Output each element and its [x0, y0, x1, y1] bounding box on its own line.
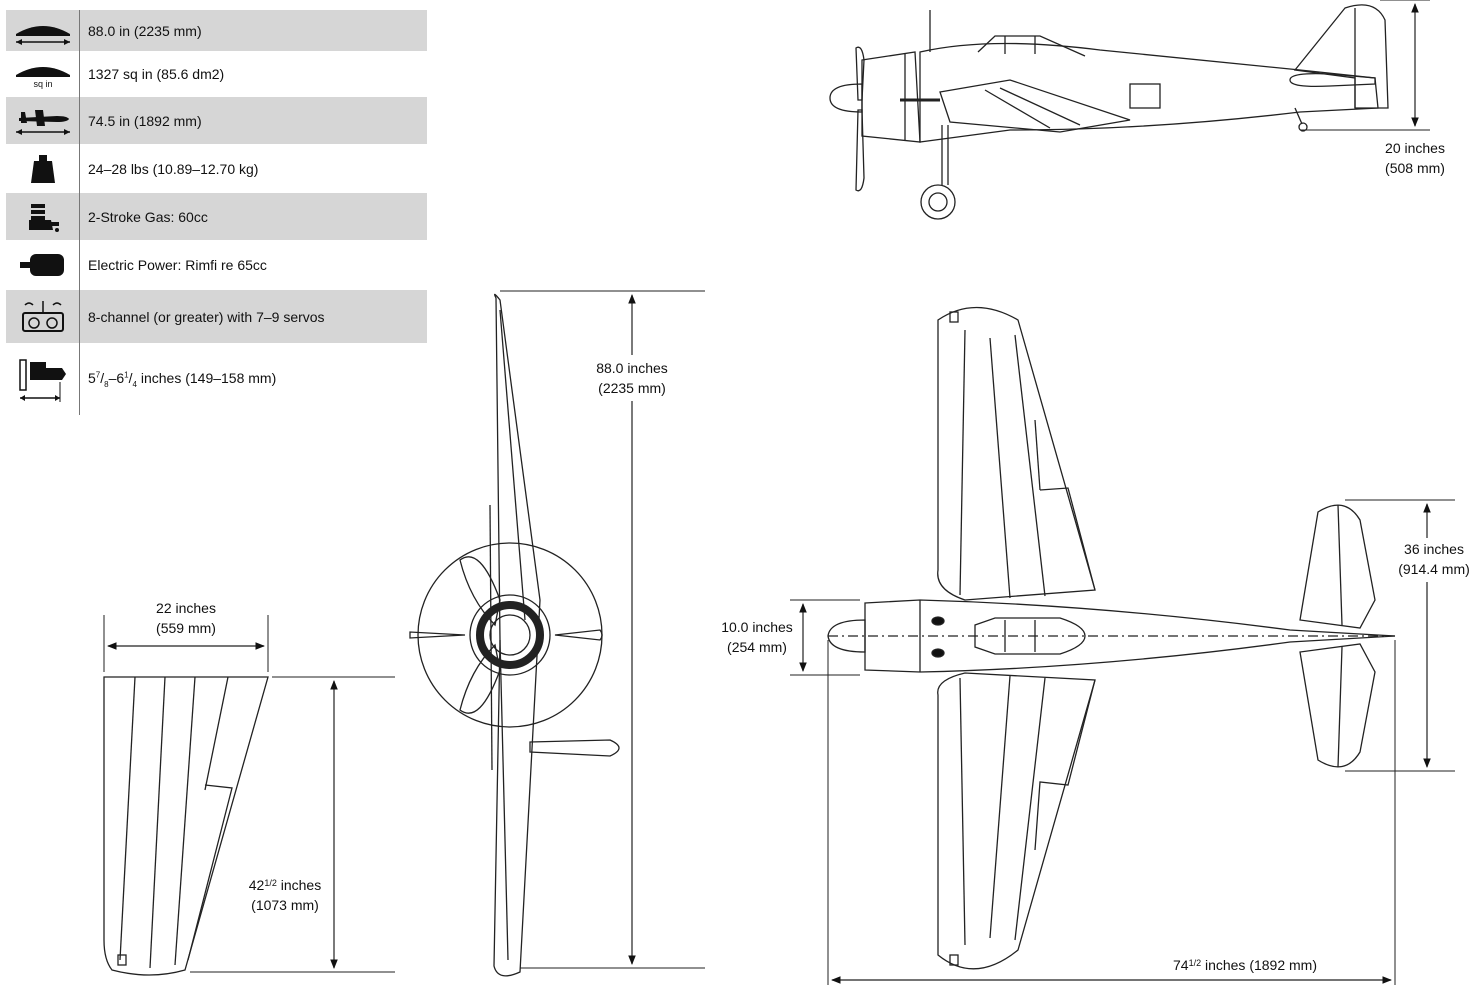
- length-label: 741/2 inches (1892 mm): [1173, 957, 1317, 973]
- spec-mount-a: 5: [88, 369, 96, 386]
- spec-table: 88.0 in (2235 mm) sq in 1327 sq in (85.6…: [6, 10, 427, 415]
- spec-length: 74.5 in (1892 mm): [88, 112, 202, 129]
- length-dimension: 741/2 inches (1892 mm): [827, 640, 1396, 985]
- stab-span-label-2: (914.4 mm): [1398, 561, 1470, 577]
- span-dimension: 88.0 inches (2235 mm): [500, 290, 705, 969]
- spec-wing-area: 1327 sq in (85.6 dm2): [88, 66, 225, 82]
- length-unit: inches (1892 mm): [1201, 957, 1317, 973]
- spec-mount-b-den: 4: [132, 379, 137, 389]
- gas-engine-icon: [6, 193, 80, 240]
- spec-mount-b-num: 1: [124, 369, 129, 379]
- root-chord-dimension: 22 inches (559 mm): [103, 600, 269, 672]
- half-span-label-1: 421/2 inches: [249, 877, 321, 893]
- stab-span-label-1: 36 inches: [1404, 541, 1464, 557]
- wing-panel-view: [103, 676, 269, 976]
- stab-span-dimension: 36 inches (914.4 mm): [1345, 499, 1475, 772]
- length-frac: 1/2: [1189, 958, 1202, 968]
- fuselage-width-label-1: 10.0 inches: [721, 619, 793, 635]
- half-span-label-2: (1073 mm): [251, 897, 319, 913]
- engine-mount-length-icon: [6, 343, 80, 415]
- spec-mount-b: –6: [108, 369, 125, 386]
- half-span-unit: inches: [277, 877, 321, 893]
- spec-wingspan: 88.0 in (2235 mm): [88, 22, 202, 39]
- half-span-whole: 42: [249, 877, 265, 893]
- span-label-1: 88.0 inches: [596, 360, 668, 376]
- spec-row-length: 74.5 in (1892 mm): [6, 97, 427, 144]
- wing-area-icon-label: sq in: [33, 79, 52, 89]
- spec-row-engine: 2-Stroke Gas: 60cc: [6, 193, 427, 240]
- spec-row-radio: 8-channel (or greater) with 7–9 servos: [6, 290, 427, 343]
- front-view: [409, 293, 620, 977]
- spec-row-electric: Electric Power: Rimfi re 65cc: [6, 240, 427, 290]
- spec-row-wing-area: sq in 1327 sq in (85.6 dm2): [6, 51, 427, 97]
- root-chord-label-2: (559 mm): [156, 620, 216, 636]
- spec-mount-a-num: 7: [95, 369, 101, 379]
- spec-row-weight: 24–28 lbs (10.89–12.70 kg): [6, 144, 427, 193]
- spec-electric: Electric Power: Rimfi re 65cc: [88, 257, 267, 273]
- spec-mount-a-den: 8: [104, 379, 109, 389]
- half-span-frac: 1/2: [264, 878, 277, 888]
- spec-mount: 57/8–61/4 inches (149–158 mm): [88, 369, 277, 389]
- side-view: [829, 4, 1389, 220]
- electric-motor-icon: [6, 240, 80, 290]
- length-whole: 74: [1173, 957, 1189, 973]
- fuselage-width-label-2: (254 mm): [727, 639, 787, 655]
- span-label-2: (2235 mm): [598, 380, 666, 396]
- top-view: [827, 306, 1396, 970]
- radio-transmitter-icon: [6, 290, 80, 343]
- wingspan-icon: [6, 10, 80, 51]
- height-dimension: 20 inches (508 mm): [1300, 0, 1445, 176]
- spec-row-wingspan: 88.0 in (2235 mm): [6, 10, 427, 51]
- spec-weight: 24–28 lbs (10.89–12.70 kg): [88, 160, 259, 177]
- fuselage-width-dimension: 10.0 inches (254 mm): [716, 599, 860, 676]
- height-label-2: (508 mm): [1385, 160, 1445, 176]
- spec-row-mount: 57/8–61/4 inches (149–158 mm): [6, 343, 427, 415]
- height-label-1: 20 inches: [1385, 140, 1445, 156]
- weight-icon: [6, 144, 80, 193]
- root-chord-label-1: 22 inches: [156, 600, 216, 616]
- spec-mount-c: inches (149–158 mm): [136, 369, 277, 386]
- half-span-dimension: 421/2 inches (1073 mm): [190, 676, 395, 973]
- spec-radio: 8-channel (or greater) with 7–9 servos: [88, 308, 325, 325]
- wing-area-icon: sq in: [6, 51, 80, 97]
- spec-engine: 2-Stroke Gas: 60cc: [88, 208, 208, 225]
- length-icon: [6, 97, 80, 144]
